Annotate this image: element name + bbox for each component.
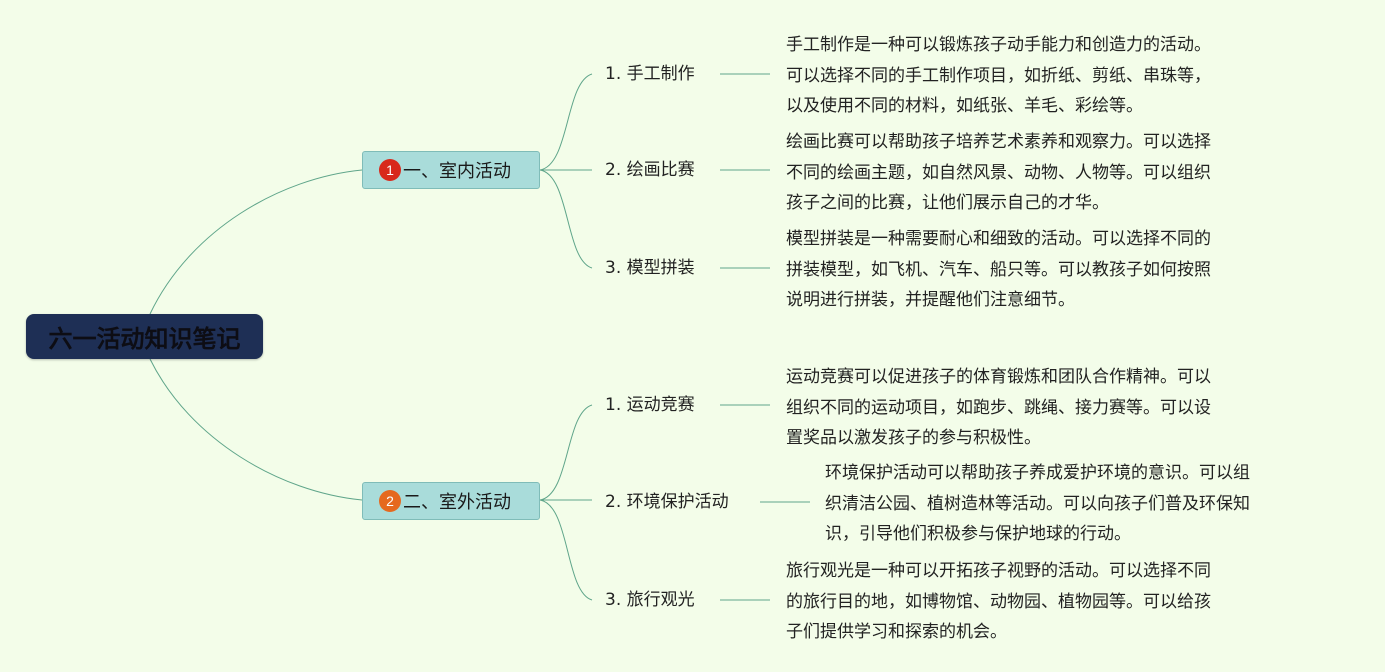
branch-1-to-topic-1-connector <box>539 73 593 171</box>
description-line: 拼装模型，如飞机、汽车、船只等。可以教孩子如何按照 <box>786 259 1211 280</box>
topic-description: 旅行观光是一种可以开拓孩子视野的活动。可以选择不同 的旅行目的地，如博物馆、动物… <box>786 556 1296 648</box>
topic-description: 环境保护活动可以帮助孩子养成爱护环境的意识。可以组 织清洁公园、植树造林等活动。… <box>825 458 1335 550</box>
topic-node-handcraft[interactable]: 1. 手工制作 <box>605 64 695 84</box>
description-line: 手工制作是一种可以锻炼孩子动手能力和创造力的活动。 <box>786 35 1211 55</box>
branch-2-to-topic-3-connector <box>539 499 593 601</box>
branch-node-indoor[interactable]: 1 一、室内活动 <box>362 151 540 189</box>
branch-label: 二、室外活动 <box>403 492 511 513</box>
branch-label: 一、室内活动 <box>403 161 511 182</box>
topic-node-drawing-contest[interactable]: 2. 绘画比赛 <box>605 160 695 180</box>
topic-node-travel-sightseeing[interactable]: 3. 旅行观光 <box>605 590 695 610</box>
description-line: 织清洁公园、植树造林等活动。可以向孩子们普及环保知 <box>825 493 1250 514</box>
branch-2-to-topic-1-connector <box>539 404 593 501</box>
description-line: 的旅行目的地，如博物馆、动物园、植物园等。可以给孩 <box>786 591 1211 612</box>
topic-node-sports-competition[interactable]: 1. 运动竞赛 <box>605 395 695 415</box>
topic-node-environmental-protection[interactable]: 2. 环境保护活动 <box>605 492 729 512</box>
description-line: 旅行观光是一种可以开拓孩子视野的活动。可以选择不同 <box>786 561 1211 581</box>
description-line: 识，引导他们积极参与保护地球的行动。 <box>825 524 1131 544</box>
description-line: 说明进行拼装，并提醒他们注意细节。 <box>786 290 1075 310</box>
priority-badge: 2 <box>379 490 401 512</box>
root-to-branch-1-connector <box>149 169 363 315</box>
description-line: 置奖品以激发孩子的参与积极性。 <box>786 428 1041 448</box>
branch-1-to-topic-3-connector <box>539 169 593 269</box>
topic-description: 绘画比赛可以帮助孩子培养艺术素养和观察力。可以选择 不同的绘画主题，如自然风景、… <box>786 127 1296 219</box>
branch-node-outdoor[interactable]: 2 二、室外活动 <box>362 482 540 520</box>
description-line: 可以选择不同的手工制作项目，如折纸、剪纸、串珠等， <box>786 65 1211 86</box>
description-line: 子们提供学习和探索的机会。 <box>786 622 1007 642</box>
topic-node-model-assembly[interactable]: 3. 模型拼装 <box>605 258 695 278</box>
topic-description: 模型拼装是一种需要耐心和细致的活动。可以选择不同的 拼装模型，如飞机、汽车、船只… <box>786 224 1296 316</box>
description-line: 不同的绘画主题，如自然风景、动物、人物等。可以组织 <box>786 162 1211 183</box>
description-line: 环境保护活动可以帮助孩子养成爱护环境的意识。可以组 <box>825 463 1250 483</box>
description-line: 运动竞赛可以促进孩子的体育锻炼和团队合作精神。可以 <box>786 367 1211 387</box>
topic-description: 运动竞赛可以促进孩子的体育锻炼和团队合作精神。可以 组织不同的运动项目，如跑步、… <box>786 362 1296 454</box>
description-line: 绘画比赛可以帮助孩子培养艺术素养和观察力。可以选择 <box>786 132 1211 152</box>
description-line: 孩子之间的比赛，让他们展示自己的才华。 <box>786 193 1109 213</box>
description-line: 模型拼装是一种需要耐心和细致的活动。可以选择不同的 <box>786 229 1211 249</box>
description-line: 组织不同的运动项目，如跑步、跳绳、接力赛等。可以设 <box>786 397 1211 418</box>
root-to-branch-2-connector <box>149 358 363 501</box>
description-line: 以及使用不同的材料，如纸张、羊毛、彩绘等。 <box>786 96 1143 116</box>
priority-badge: 1 <box>379 159 401 181</box>
root-node[interactable]: 六一活动知识笔记 <box>26 314 263 359</box>
root-title: 六一活动知识笔记 <box>48 325 241 353</box>
topic-description: 手工制作是一种可以锻炼孩子动手能力和创造力的活动。 可以选择不同的手工制作项目，… <box>786 30 1296 122</box>
